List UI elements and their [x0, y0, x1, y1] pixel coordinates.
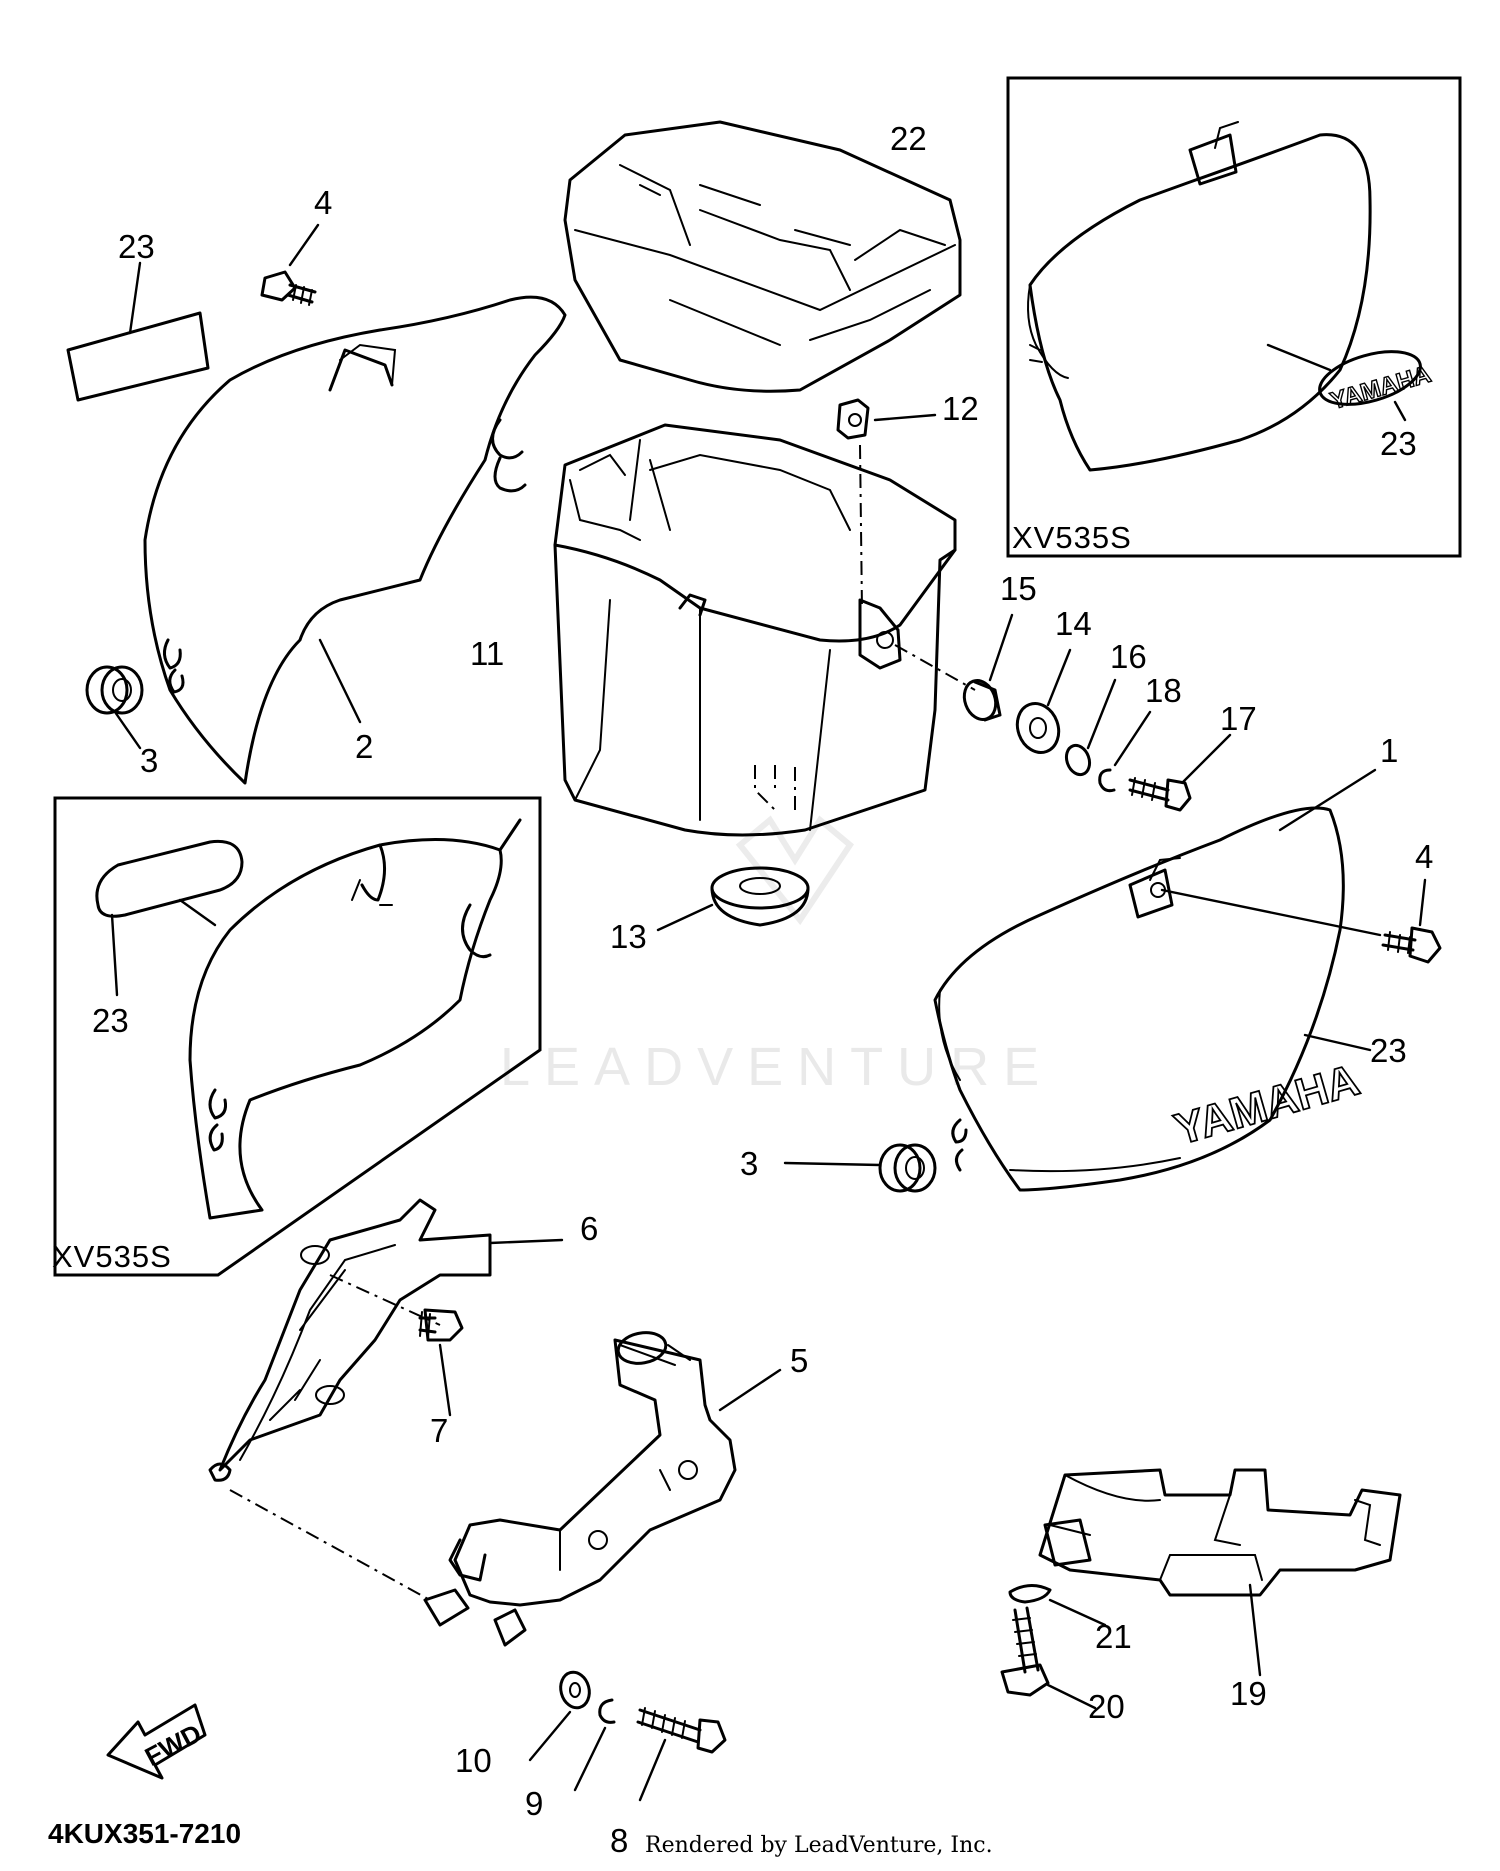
right-side-cover-1: YAMAHA	[933, 768, 1382, 1192]
bracket-6	[208, 1198, 564, 1601]
fasteners-21-20	[1000, 1584, 1107, 1710]
grommet-13	[656, 866, 810, 932]
callout-4-1: 4	[314, 184, 332, 221]
grommet-3-left	[85, 665, 144, 750]
callout-20-23: 20	[1088, 1688, 1125, 1725]
variant-label-top-right: XV535S	[1012, 520, 1132, 555]
callout-17-10: 17	[1220, 700, 1257, 737]
clip-12	[836, 398, 937, 611]
callout-1-13: 1	[1380, 732, 1398, 769]
callout-12-3: 12	[942, 390, 979, 427]
label-23-left	[66, 261, 210, 402]
callout-10-25: 10	[455, 1742, 492, 1779]
callout-7-20: 7	[430, 1412, 448, 1449]
yamaha-emblem-large: YAMAHA	[1169, 1055, 1364, 1154]
callout-4-14: 4	[1415, 838, 1433, 875]
callout-9-26: 9	[525, 1785, 543, 1822]
callout-5-21: 5	[790, 1342, 808, 1379]
bolt-4-right	[1381, 878, 1442, 964]
battery-cover-22	[563, 120, 962, 393]
battery-box-11	[553, 423, 957, 837]
callout-14-7: 14	[1055, 605, 1092, 642]
callout-6-19: 6	[580, 1210, 598, 1247]
callout-21-22: 21	[1095, 1618, 1132, 1655]
callout-3-11: 3	[140, 742, 158, 779]
callout-3-18: 3	[740, 1145, 758, 1182]
callout-23-0: 23	[118, 228, 155, 265]
callout-2-12: 2	[355, 728, 373, 765]
variant-box-left	[53, 796, 542, 1277]
callout-23-17: 23	[92, 1002, 129, 1039]
callout-18-9: 18	[1145, 672, 1182, 709]
callout-13-15: 13	[610, 918, 647, 955]
forward-arrow-icon: FWD	[106, 1703, 207, 1780]
callout-19-24: 19	[1230, 1675, 1267, 1712]
callout-11-5: 11	[470, 635, 504, 672]
watermark-logo-icon	[735, 815, 854, 926]
callout-22-2: 22	[890, 120, 927, 157]
callout-23-4: 23	[1380, 425, 1417, 462]
yamaha-emblem-small: YAMAHA	[1327, 361, 1434, 415]
diagram-code: 4KUX351-7210	[48, 1818, 241, 1849]
left-side-cover-2	[143, 295, 567, 785]
bolt-7	[329, 1274, 464, 1417]
callout-23-16: 23	[1370, 1032, 1407, 1069]
tray-19	[1038, 1468, 1402, 1677]
fastener-stack	[894, 613, 1232, 812]
variant-box-top-right: YAMAHA	[1006, 76, 1462, 558]
variant-label-left: XV535S	[52, 1239, 172, 1274]
callout-8-27: 8	[610, 1822, 628, 1859]
fasteners-10-9-8	[528, 1670, 727, 1802]
grommet-3-right	[783, 1143, 937, 1193]
callout-16-8: 16	[1110, 638, 1147, 675]
credit-line: Rendered by LeadVenture, Inc.	[645, 1833, 993, 1858]
bracket-5	[423, 1331, 782, 1647]
watermark-text: LEADVENTURE	[500, 1037, 1053, 1097]
bolt-4-left	[260, 223, 320, 306]
forward-arrow-label: FWD	[140, 1718, 206, 1772]
callout-15-6: 15	[1000, 570, 1037, 607]
